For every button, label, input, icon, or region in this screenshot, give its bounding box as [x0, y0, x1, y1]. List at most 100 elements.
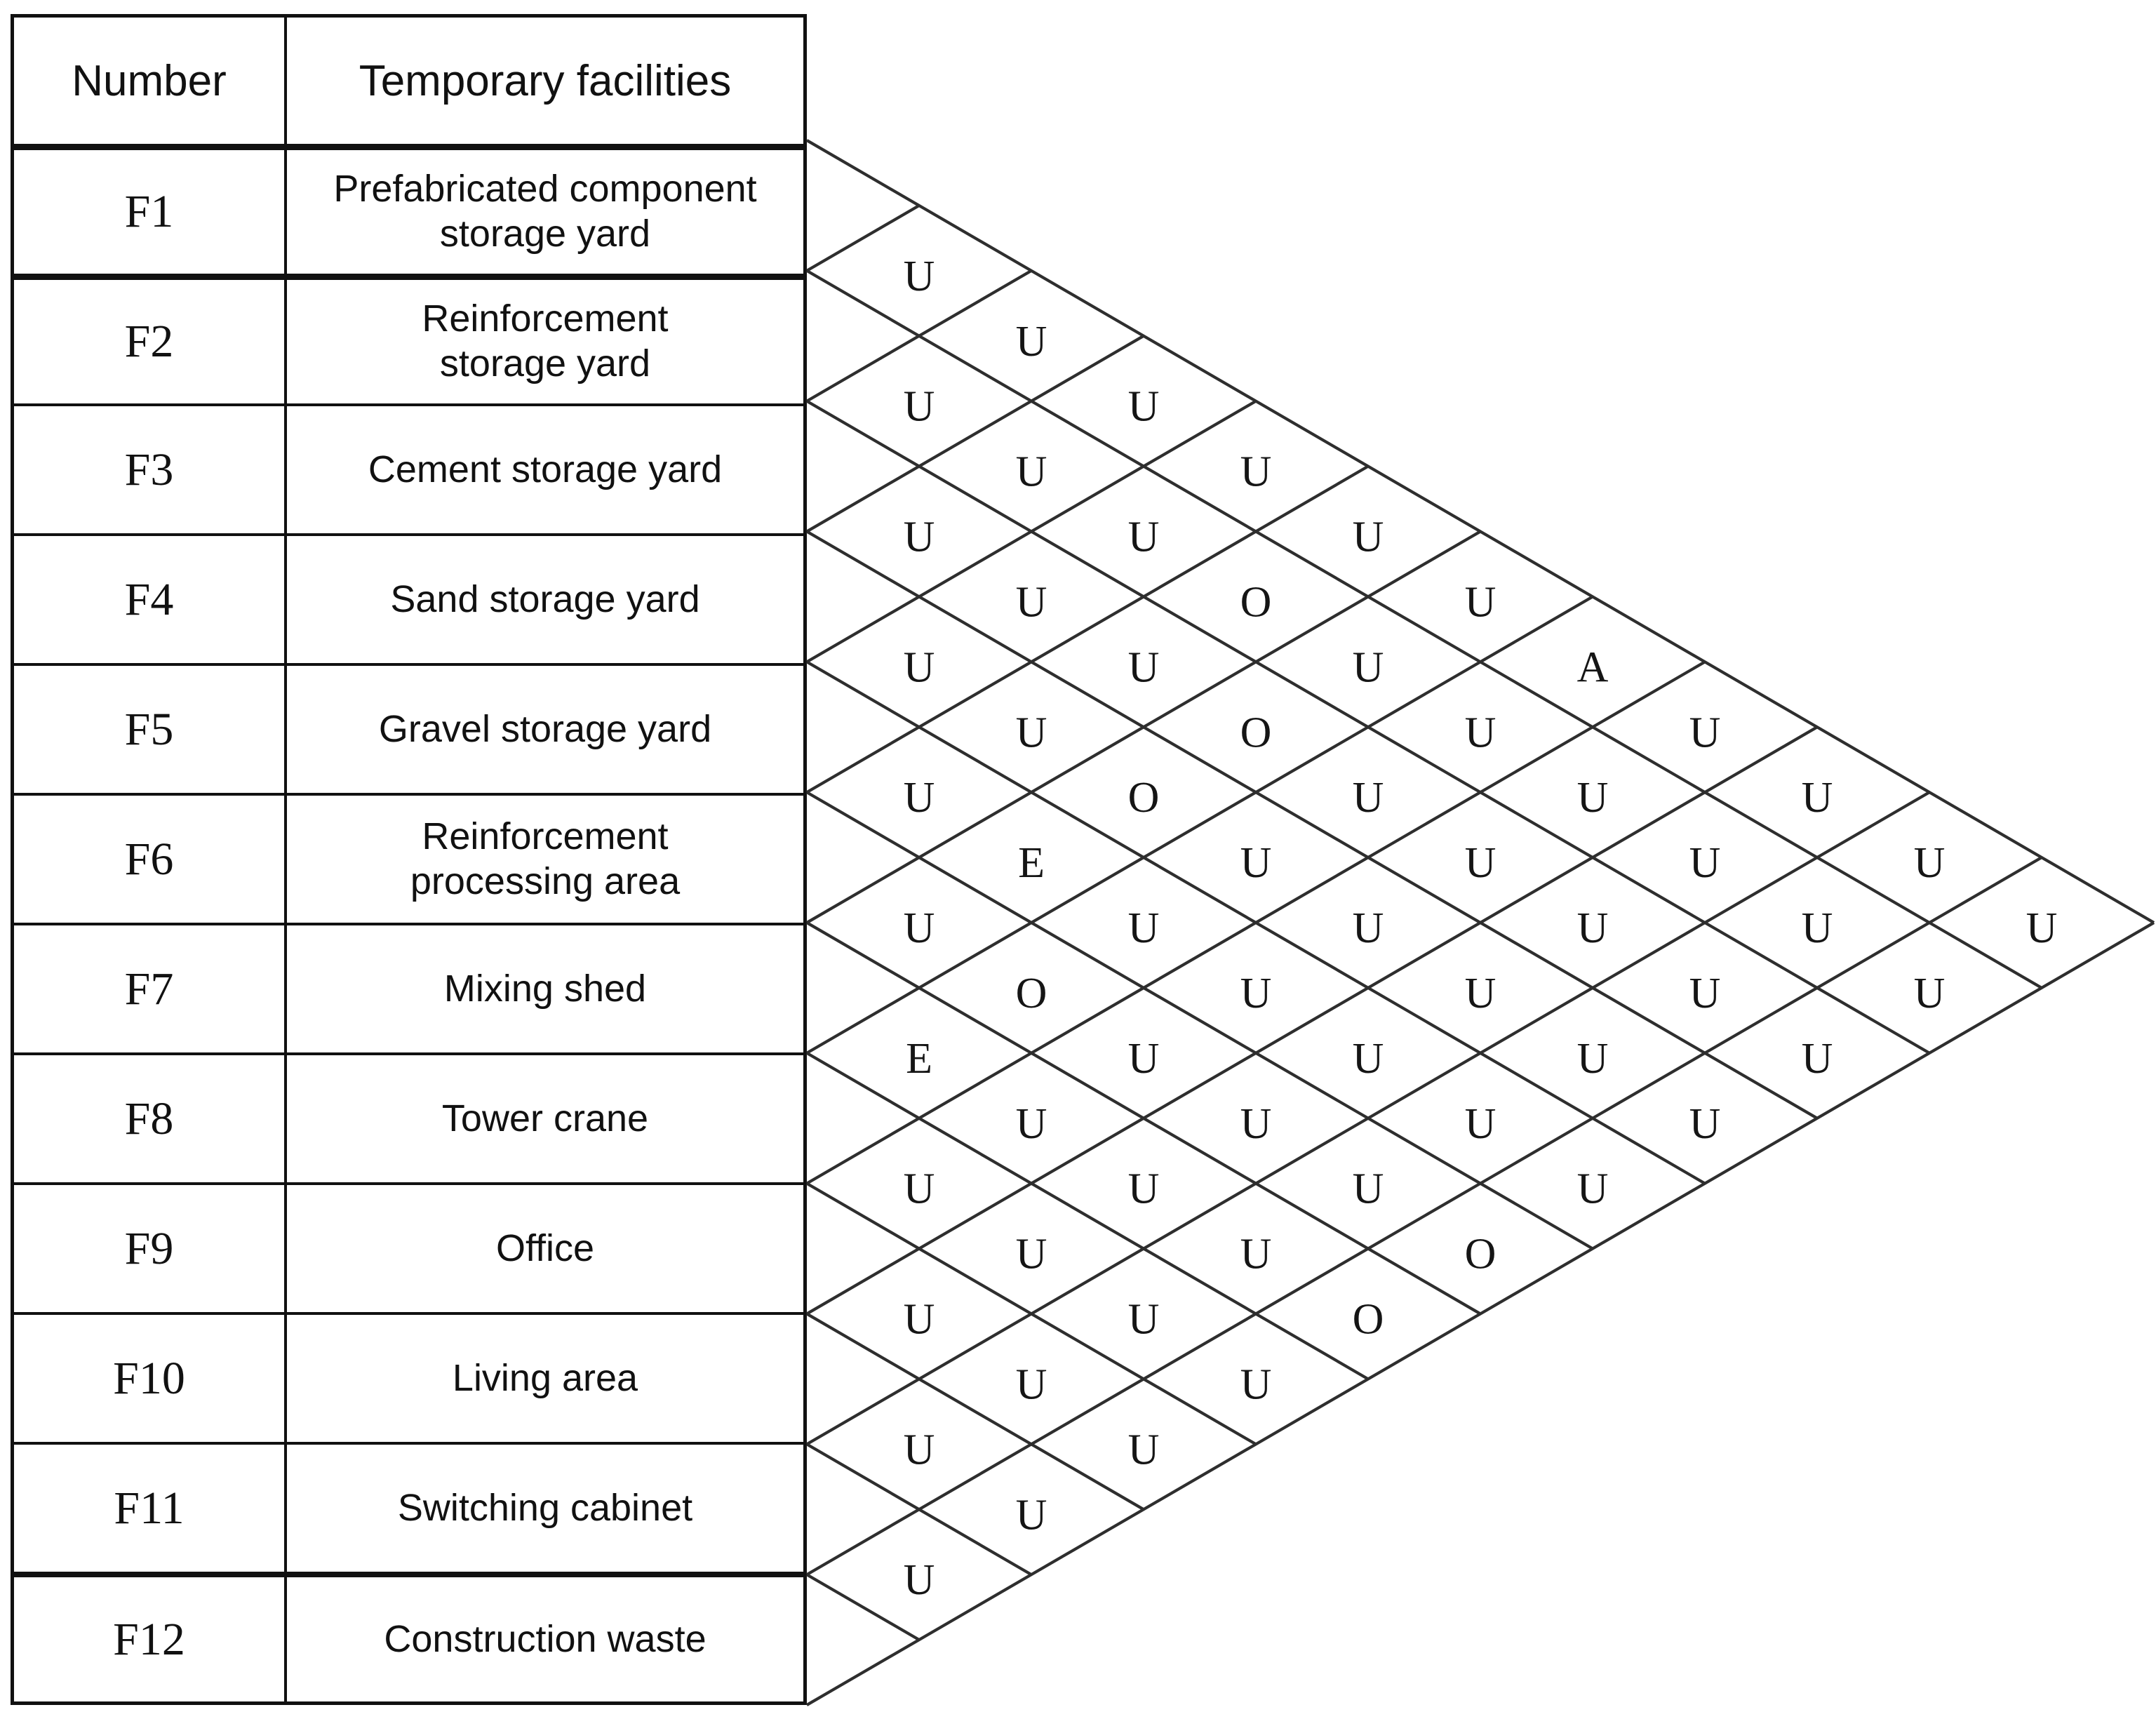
lattice-line — [805, 204, 920, 272]
rel-cell-F4-F11: U — [1577, 1035, 1609, 1083]
rel-cell-F8-F12: U — [1240, 1360, 1272, 1408]
lattice-line — [805, 269, 2043, 989]
facility-name: Construction waste — [284, 1572, 803, 1701]
lattice-line — [805, 1573, 920, 1641]
rel-cell-F2-F8: U — [1465, 709, 1497, 756]
facility-name: Cement storage yard — [284, 403, 803, 533]
facility-name: Reinforcement storage yard — [284, 274, 803, 403]
rel-cell-F2-F11: U — [1802, 904, 1833, 952]
facility-number: F6 — [14, 793, 284, 923]
facility-number: F9 — [14, 1182, 284, 1312]
rel-cell-F9-F11: U — [1016, 1360, 1047, 1408]
rel-cell-F8-F9: U — [904, 1165, 935, 1213]
rel-cell-F1-F2: U — [904, 253, 935, 300]
facility-number: F1 — [14, 144, 284, 274]
rel-cell-F9-F12: U — [1128, 1426, 1160, 1473]
rel-cell-F3-F10: U — [1577, 904, 1609, 952]
lattice-line — [805, 530, 1819, 1120]
lattice-line — [805, 921, 2155, 1706]
rel-cell-F6-F9: U — [1128, 1035, 1160, 1083]
rel-cell-F1-F6: U — [1353, 514, 1384, 561]
rel-cell-F3-F8: U — [1353, 774, 1384, 822]
rel-cell-F2-F4: U — [1016, 448, 1047, 496]
facility-name: Sand storage yard — [284, 533, 803, 663]
rel-cell-F5-F10: U — [1353, 1035, 1384, 1083]
rel-cell-F6-F7: U — [904, 904, 935, 952]
rel-cell-F2-F9: U — [1577, 774, 1609, 822]
rel-cell-F8-F11: U — [1128, 1296, 1160, 1344]
rel-cell-F1-F10: U — [1802, 774, 1833, 822]
lattice-line — [805, 725, 1819, 1316]
rel-cell-F4-F7: O — [1128, 774, 1160, 822]
rel-cell-F6-F11: U — [1353, 1165, 1384, 1213]
column-header-number: Number — [72, 56, 227, 105]
lattice-line — [805, 269, 1033, 403]
facility-name: Tower crane — [284, 1052, 803, 1182]
rel-cell-F9-F10: U — [904, 1296, 935, 1344]
rel-cell-F7-F9: U — [1016, 1100, 1047, 1148]
rel-cell-F5-F6: U — [904, 774, 935, 822]
rel-cell-F4-F6: U — [1016, 709, 1047, 756]
rel-cell-F10-F11: U — [904, 1426, 935, 1473]
rel-cell-F6-F8: O — [1016, 970, 1047, 1017]
lattice-line — [805, 399, 1257, 664]
rel-cell-F1-F4: U — [1128, 383, 1160, 431]
rel-cell-F4-F5: U — [904, 643, 935, 691]
rel-cell-F1-F3: U — [1016, 318, 1047, 366]
lattice-line — [805, 334, 1145, 533]
lattice-line — [805, 530, 1482, 924]
rel-cell-F2-F6: O — [1240, 578, 1272, 626]
rel-cell-F2-F5: U — [1128, 514, 1160, 561]
lattice-line — [805, 464, 1370, 794]
facility-name: Mixing shed — [284, 923, 803, 1052]
rel-cell-F2-F12: U — [1914, 970, 1946, 1017]
rel-cell-F5-F9: U — [1240, 970, 1272, 1017]
facility-number: F12 — [14, 1572, 284, 1701]
column-header-facility: Temporary facilities — [284, 18, 803, 144]
rel-cell-F7-F12: O — [1353, 1296, 1384, 1344]
rel-cell-F1-F8: A — [1577, 643, 1609, 691]
rel-cell-F1-F11: U — [1914, 839, 1946, 887]
lattice-line — [805, 791, 1931, 1446]
rel-cell-F2-F7: U — [1353, 643, 1384, 691]
facility-number: F3 — [14, 403, 284, 533]
rel-cell-F3-F11: U — [1689, 970, 1721, 1017]
rel-cell-F3-F9: U — [1465, 839, 1497, 887]
rel-cell-F3-F6: U — [1128, 643, 1160, 691]
rel-cell-F1-F9: U — [1689, 709, 1721, 756]
lattice-line — [805, 1312, 1145, 1511]
rel-cell-F1-F7: U — [1465, 578, 1497, 626]
rel-cell-F7-F11: U — [1240, 1231, 1272, 1278]
rel-cell-F6-F12: O — [1465, 1231, 1497, 1278]
rel-cell-F3-F12: U — [1802, 1035, 1833, 1083]
rel-cell-F8-F10: U — [1016, 1231, 1047, 1278]
lattice-line — [805, 791, 1594, 1250]
rel-cell-F6-F10: U — [1240, 1100, 1272, 1148]
lattice-line — [805, 1052, 1370, 1381]
facilities-table: Number Temporary facilities F1 Prefabric… — [11, 14, 807, 1705]
rel-cell-F1-F12: U — [2026, 904, 2058, 952]
facility-number: F10 — [14, 1312, 284, 1442]
facility-number: F7 — [14, 923, 284, 1052]
rel-cell-F3-F5: U — [1016, 578, 1047, 626]
rel-cell-F2-F3: U — [904, 383, 935, 431]
facility-name: Prefabricated component storage yard — [284, 144, 803, 274]
rel-cell-F4-F9: U — [1353, 904, 1384, 952]
rel-cell-F10-F12: U — [1016, 1491, 1047, 1539]
rel-cell-F5-F8: U — [1128, 904, 1160, 952]
rel-cell-F3-F7: O — [1240, 709, 1272, 756]
lattice-line — [805, 660, 1706, 1185]
rel-cell-F11-F12: U — [904, 1556, 935, 1604]
rel-cell-F7-F8: E — [906, 1035, 932, 1083]
rel-cell-F4-F10: U — [1465, 970, 1497, 1017]
facility-number: F4 — [14, 533, 284, 663]
facility-number: F5 — [14, 663, 284, 793]
facility-name: Living area — [284, 1312, 803, 1442]
rel-cell-F4-F12: U — [1689, 1100, 1721, 1148]
rel-cell-F4-F8: U — [1240, 839, 1272, 887]
rel-cell-F1-F5: U — [1240, 448, 1272, 496]
facility-number: F11 — [14, 1442, 284, 1572]
rel-cell-F3-F4: U — [904, 514, 935, 561]
rel-cell-F5-F11: U — [1465, 1100, 1497, 1148]
